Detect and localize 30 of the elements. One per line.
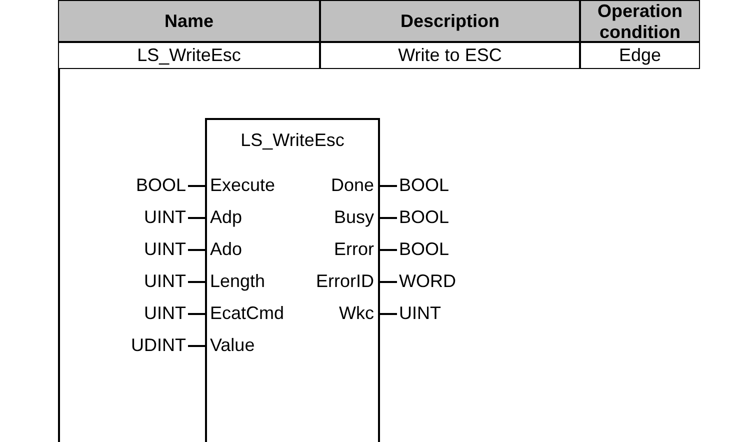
function-block (205, 118, 380, 442)
output-pin: Busy (334, 206, 374, 228)
data-type: BOOL (399, 174, 450, 196)
table-cell: Write to ESC (320, 41, 580, 69)
data-type: BOOL (399, 206, 450, 228)
table-cell: Edge (580, 41, 700, 69)
data-type: UINT (399, 302, 441, 324)
data-type: UINT (144, 206, 186, 228)
output-pin: Wkc (339, 302, 374, 324)
header-cell: Name (58, 0, 320, 43)
block-title: LS_WriteEsc (240, 130, 346, 151)
input-pin: Ado (210, 238, 242, 260)
output-pin: ErrorID (316, 270, 374, 292)
output-pin: Error (334, 238, 374, 260)
data-type: UINT (144, 270, 186, 292)
data-type: BOOL (136, 174, 186, 196)
data-type: UDINT (131, 334, 186, 356)
header-cell: Description (320, 0, 580, 43)
input-pin: EcatCmd (210, 302, 284, 324)
data-type: UINT (144, 238, 186, 260)
data-type: UINT (144, 302, 186, 324)
data-type: BOOL (399, 238, 450, 260)
input-pin: Value (210, 334, 255, 356)
input-pin: Adp (210, 206, 242, 228)
header-cell: Operation condition (580, 0, 700, 43)
output-pin: Done (330, 174, 374, 196)
input-pin: Length (210, 270, 266, 292)
data-type: WORD (399, 270, 456, 292)
table-cell: LS_WriteEsc (58, 41, 320, 69)
input-pin: Execute (210, 174, 276, 196)
